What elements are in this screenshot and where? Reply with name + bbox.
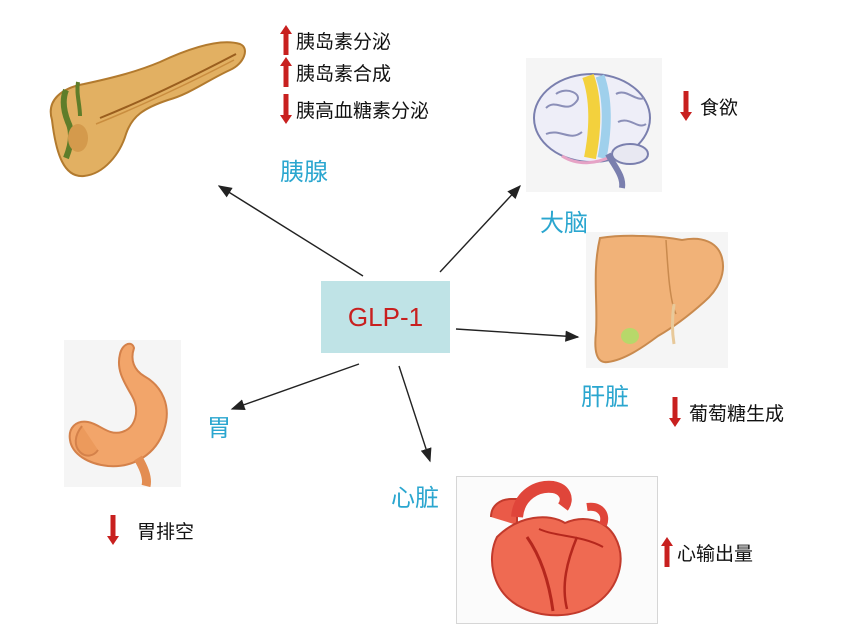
glp1-box: GLP-1: [321, 281, 450, 353]
heart-effect-text: 心输出量: [677, 542, 754, 565]
heart-image-frame: [456, 476, 658, 624]
pancreas-illustration: [49, 41, 246, 178]
pancreas-effect-1: 胰岛素分泌: [280, 24, 391, 56]
brain-effect-text: 食欲: [700, 96, 739, 119]
liver-effect-1: 葡萄糖生成: [669, 396, 784, 428]
arrow-down-icon: [107, 515, 119, 545]
glp1-label: GLP-1: [347, 301, 424, 332]
pancreas-effect-text: 胰岛素合成: [296, 62, 392, 85]
stomach-label: 胃: [207, 414, 231, 442]
arrow-down-icon: [669, 397, 681, 427]
arrow-to-liver: [455, 328, 580, 342]
brain-illustration: [533, 73, 651, 189]
stomach-effect-1: 胃排空: [107, 514, 194, 546]
arrow-down-icon: [280, 94, 292, 124]
liver-image-frame: [586, 232, 728, 368]
heart-label: 心脏: [391, 484, 439, 512]
stomach-illustration: [68, 342, 168, 488]
pancreas-label: 胰腺: [280, 158, 328, 186]
stomach-image-frame: [64, 340, 181, 488]
brain-image-frame: [526, 58, 662, 192]
arrow-down-icon: [680, 91, 692, 121]
pancreas-effect-text: 胰岛素分泌: [296, 30, 392, 53]
arrow-to-stomach: [230, 363, 360, 411]
arrow-to-heart: [398, 365, 432, 463]
arrow-up-icon: [280, 57, 292, 87]
heart-illustration: [490, 480, 622, 617]
arrow-to-pancreas: [217, 185, 364, 277]
arrow-up-icon: [661, 537, 673, 567]
liver-illustration: [594, 234, 724, 364]
pancreas-effect-text: 胰高血糖素分泌: [296, 99, 430, 122]
arrow-to-brain: [439, 184, 521, 273]
liver-label: 肝脏: [581, 383, 629, 411]
pancreas-effect-3: 胰高血糖素分泌: [280, 93, 429, 125]
pancreas-effect-2: 胰岛素合成: [280, 56, 391, 88]
heart-effect-1: 心输出量: [661, 536, 753, 568]
liver-effect-text: 葡萄糖生成: [689, 402, 785, 425]
brain-label: 大脑: [540, 209, 588, 237]
stomach-effect-text: 胃排空: [137, 520, 195, 543]
brain-effect-1: 食欲: [680, 90, 738, 122]
arrow-up-icon: [280, 25, 292, 55]
